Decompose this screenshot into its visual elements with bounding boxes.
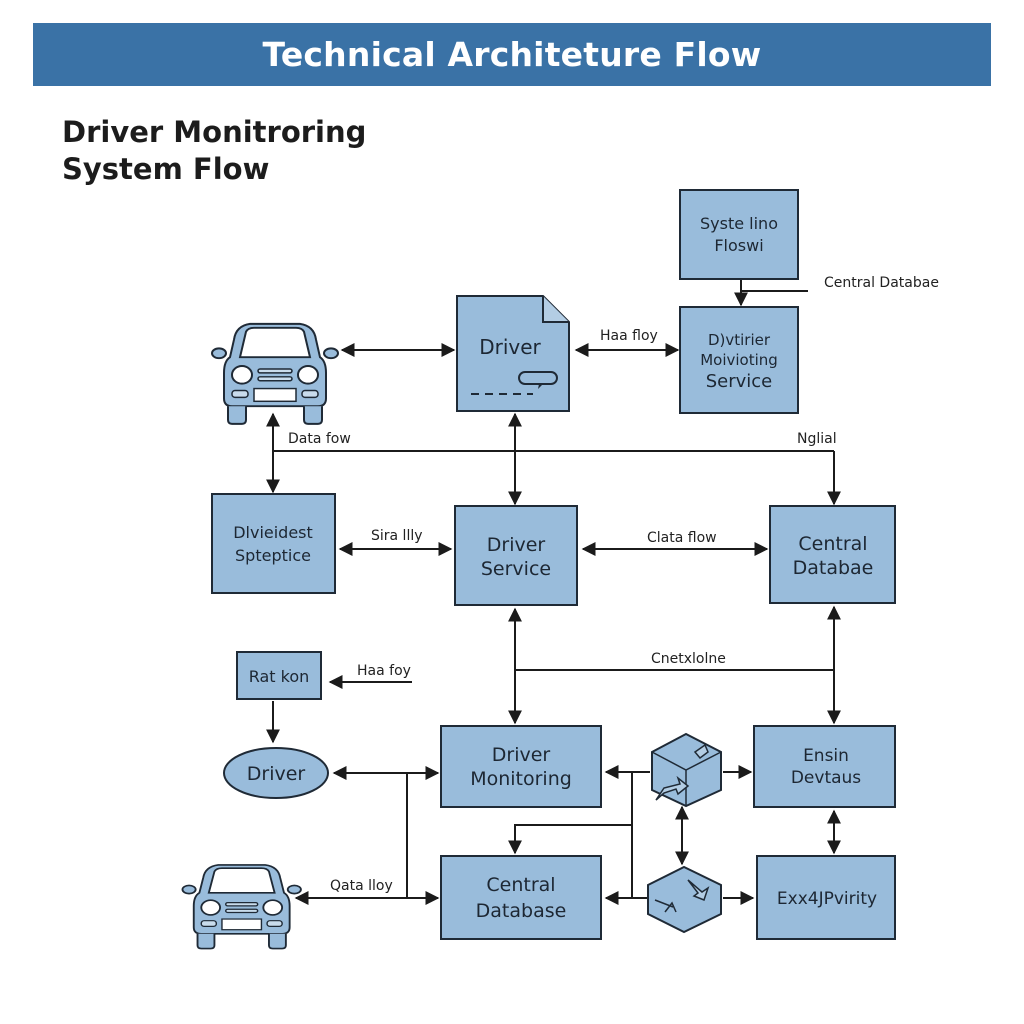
node-central-db-bottom-line-2: Database [476,900,567,922]
node-vehicle-bottom[interactable] [181,863,302,950]
node-system-flow[interactable]: Syste lino Floswi [679,189,799,280]
node-ensin-line-2: Devtaus [791,768,861,788]
node-processor-top[interactable] [651,732,722,808]
edges [266,280,841,905]
label-nglial: Nglial [797,431,837,447]
node-driver-monitoring-line-1: Driver [492,744,551,766]
edge-link-to-central-db-top [508,824,632,855]
document-fold-icon [542,296,569,323]
node-driver-ellipse[interactable]: Driver [223,747,329,799]
node-driver-document[interactable]: Driver [456,295,570,412]
node-driver-ellipse-label: Driver [247,763,306,785]
node-driver-spec-line-2: Spteptice [235,546,311,565]
node-exx-priority-label: Exx4JPvirity [777,889,877,909]
label-haa-floy-top: Haa floy [600,328,658,344]
label-central-database-annot: Central Databae [824,275,939,291]
node-dms-line-1: D)vtirier [708,331,771,349]
node-driver-monitoring[interactable]: Driver Monitoring [440,725,602,808]
node-driver-monitoring-service[interactable]: D)vtirier Moivioting Service [679,306,799,414]
node-driver-document-label: Driver [479,335,541,359]
car-icon [211,322,339,425]
label-clata-flow: Clata flow [647,530,717,546]
node-central-db-mid-line-2: Databae [793,557,874,579]
label-sira-lly: Sira llly [371,528,423,544]
node-ensin-devtaus[interactable]: Ensin Devtaus [753,725,896,808]
node-driver-spec[interactable]: Dlvieidest Spteptice [211,493,336,594]
label-data-fow: Data fow [288,431,351,447]
node-driver-service-line-1: Driver [487,534,546,556]
label-cnetxlolne: Cnetxlolne [651,651,726,667]
node-processor-bottom[interactable] [647,865,722,934]
hexagon-process-icon [647,865,722,934]
node-dms-line-3: Service [706,371,773,392]
node-driver-service[interactable]: Driver Service [454,505,578,606]
node-central-db-bottom-line-1: Central [486,874,555,896]
node-central-db-mid[interactable]: Central Databae [769,505,896,604]
node-central-db-bottom[interactable]: Central Database [440,855,602,940]
node-ensin-line-1: Ensin [803,746,849,766]
title-banner: Technical Architeture Flow [33,23,991,86]
label-qata-lloy: Qata lloy [330,878,393,894]
node-rat-kon[interactable]: Rat kon [236,651,322,700]
diagram-subtitle: Driver Monitroring System Flow [62,114,366,188]
node-system-flow-line-2: Floswi [714,236,763,255]
node-exx-priority[interactable]: Exx4JPvirity [756,855,896,940]
node-driver-service-line-2: Service [481,558,551,580]
node-driver-monitoring-line-2: Monitoring [470,768,572,790]
node-driver-spec-line-1: Dlvieidest [233,523,313,542]
subtitle-line-2: System Flow [62,152,270,186]
node-system-flow-line-1: Syste lino [700,214,778,233]
node-rat-kon-label: Rat kon [249,667,310,686]
label-haa-foy: Haa foy [357,663,411,679]
car-icon [181,863,302,950]
cube-process-icon [651,732,722,808]
comment-icon [518,371,558,389]
node-dms-line-2: Moivioting [700,351,778,369]
node-vehicle-top[interactable] [211,322,339,425]
subtitle-line-1: Driver Monitroring [62,115,367,149]
node-central-db-mid-line-1: Central [798,533,867,555]
diagram-title: Technical Architeture Flow [262,35,762,74]
